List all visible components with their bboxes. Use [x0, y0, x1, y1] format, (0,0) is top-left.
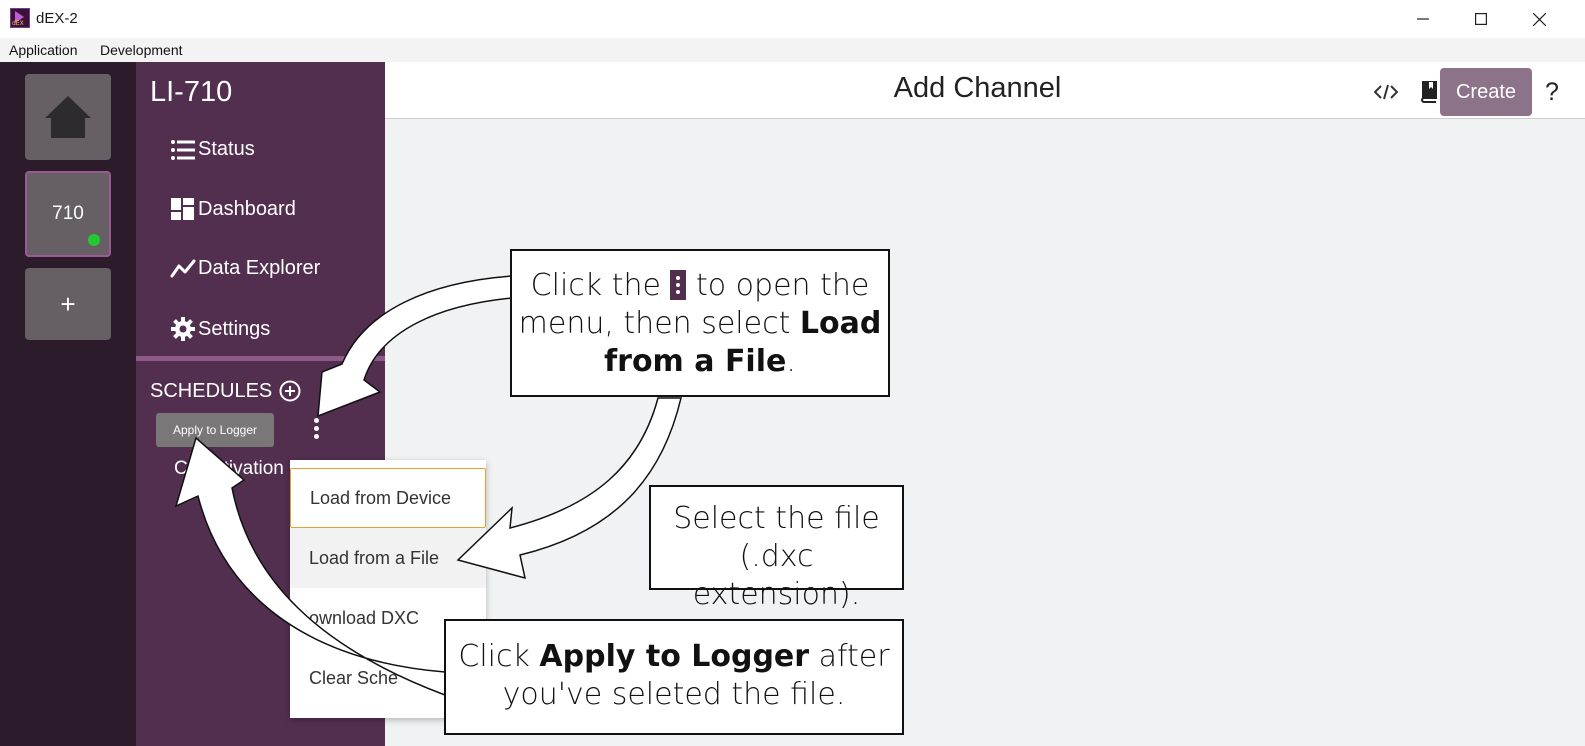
home-icon: [45, 96, 91, 138]
inline-kebab-icon: [670, 270, 687, 300]
callout-1-post: to open the menu, then select: [518, 268, 870, 341]
code-icon[interactable]: [1374, 84, 1398, 100]
schedule-item[interactable]: Co activation: [174, 458, 284, 479]
nav-data-explorer[interactable]: Data Explorer: [170, 257, 320, 280]
list-icon: [171, 139, 195, 160]
book-icon[interactable]: [1420, 81, 1438, 103]
device-name: LI-710: [150, 76, 233, 108]
status-indicator: [88, 234, 100, 246]
app-logo-text: dEX: [12, 20, 24, 27]
maximize-button[interactable]: [1452, 0, 1510, 38]
help-icon[interactable]: ?: [1545, 78, 1559, 106]
add-device-button[interactable]: +: [25, 268, 111, 340]
create-button[interactable]: Create: [1440, 68, 1532, 116]
nav-settings-label: Settings: [198, 317, 271, 340]
menu-application[interactable]: Application: [9, 42, 78, 58]
callout-3-line2: you've seleted the file.: [502, 677, 846, 712]
close-button[interactable]: [1510, 0, 1568, 38]
callout-1-end: .: [786, 344, 796, 379]
title-bar: dEX dEX-2: [0, 0, 1585, 38]
dashboard-icon: [171, 198, 194, 220]
app-logo: dEX: [10, 8, 30, 28]
nav-settings[interactable]: Settings: [170, 316, 270, 342]
device-label: 710: [52, 203, 84, 224]
callout-1-bold: Load from a File: [604, 306, 882, 379]
nav-dashboard-label: Dashboard: [198, 197, 296, 220]
minimize-button[interactable]: [1394, 0, 1452, 38]
callout-apply: Click Apply to Logger after you've selet…: [444, 619, 904, 735]
callout-2-line1: Select the file: [673, 501, 880, 536]
callout-3-post: after: [818, 639, 890, 674]
callout-1-pre: Click the: [530, 268, 661, 303]
callout-3-pre: Click: [458, 639, 530, 674]
device-710-button[interactable]: 710: [25, 171, 111, 257]
nav-dashboard[interactable]: Dashboard: [170, 197, 296, 221]
callout-open-menu: Click the to open the menu, then select …: [510, 249, 890, 397]
add-circle-icon[interactable]: [278, 379, 302, 403]
schedules-heading: SCHEDULES: [150, 379, 302, 403]
page-title: Add Channel: [893, 72, 1062, 104]
menu-bar: Application Development: [0, 38, 1585, 62]
kebab-menu-icon[interactable]: [310, 414, 324, 444]
window-title: dEX-2: [36, 10, 78, 27]
callout-3-bold: Apply to Logger: [539, 639, 810, 674]
callout-2-line2: (.dxc extension).: [692, 539, 861, 612]
schedules-heading-label: SCHEDULES: [150, 379, 273, 402]
menu-load-from-file[interactable]: Load from a File: [290, 528, 486, 588]
sidebar-divider: [136, 356, 385, 361]
home-button[interactable]: [25, 74, 111, 160]
device-rail: 710 +: [0, 62, 136, 746]
menu-load-from-device[interactable]: Load from Device: [290, 468, 486, 528]
menu-development[interactable]: Development: [100, 42, 183, 58]
arrow-to-load-file: [456, 397, 682, 580]
nav-status[interactable]: Status: [170, 138, 255, 161]
nav-data-explorer-label: Data Explorer: [198, 257, 321, 279]
apply-to-logger-button[interactable]: Apply to Logger: [156, 413, 274, 447]
chart-line-icon: [170, 259, 196, 277]
callout-select-file: Select the file (.dxc extension).: [649, 485, 904, 612]
page-header: Add Channel Create ?: [385, 62, 1585, 119]
nav-status-label: Status: [198, 138, 255, 160]
gear-icon: [171, 317, 195, 341]
